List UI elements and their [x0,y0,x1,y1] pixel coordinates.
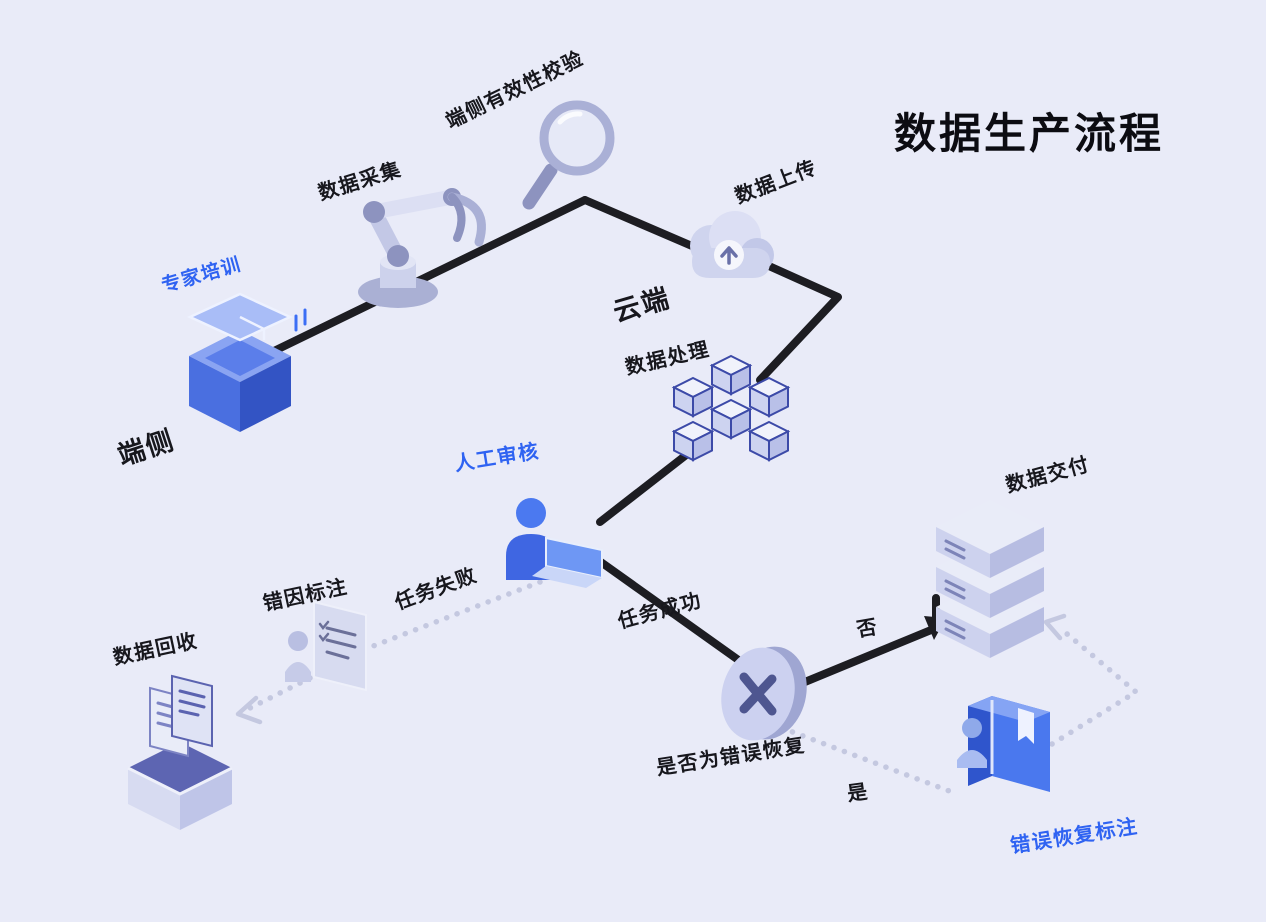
reviewer-person-icon [506,498,603,588]
arrowhead-recycle [235,695,263,725]
arrowhead-delivery [1043,613,1067,641]
server-stack-icon [936,500,1044,658]
cloud-upload-icon [690,211,774,278]
dotted-path-yes [779,725,955,795]
graduation-podium-icon [187,292,307,432]
error-cause-person-icon [285,600,367,692]
decision-x-icon [721,646,807,741]
flow-upload-to-processing [756,258,842,384]
page-title: 数据生产流程 [894,110,1165,157]
flow-device-chain [268,196,589,356]
dotted-path-to-recycle [247,675,313,711]
flow-processing-to-review [596,448,694,526]
flow-check-to-upload [581,196,710,256]
error-recovery-book-icon [957,696,1050,792]
magnifier-icon [522,100,615,210]
label-branch-yes: 是 [845,780,871,806]
recycle-box-icon [127,674,233,830]
flow-review-to-decision [594,556,748,668]
dotted-path-task-failed [365,579,543,651]
robot-arm-icon [358,188,486,308]
label-branch-no: 否 [855,616,881,642]
dotted-path-recovery-to-delivery [1049,625,1141,747]
